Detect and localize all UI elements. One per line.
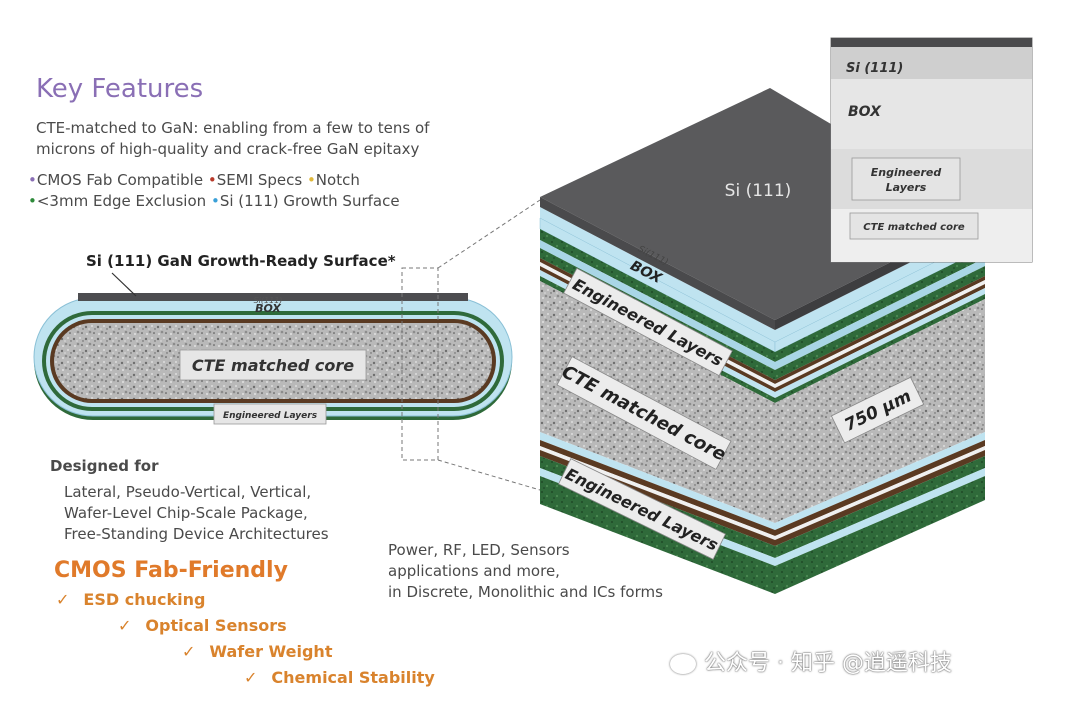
- cmos-item-weight: ✓ Wafer Weight: [182, 642, 332, 661]
- wafer-engineered-label: Engineered Layers: [223, 411, 318, 421]
- watermark: 公众号 · 知乎 @逍遥科技: [670, 645, 952, 677]
- si-top-layer: [78, 293, 468, 301]
- cmos-item-label: Optical Sensors: [145, 616, 287, 635]
- feature-row-1: •CMOS Fab Compatible •SEMI Specs •Notch: [28, 171, 360, 189]
- bullet-dot-icon: •: [210, 192, 220, 210]
- bullet-dot-icon: •: [28, 192, 37, 210]
- inset-box-label: BOX: [848, 104, 882, 120]
- cmos-fab-friendly-title: CMOS Fab-Friendly: [54, 558, 288, 583]
- inset-core-label: CTE matched core: [863, 222, 965, 233]
- key-features-title: Key Features: [36, 74, 204, 104]
- designed-for-item: Wafer-Level Chip-Scale Package,: [64, 504, 308, 522]
- designed-for-list: Lateral, Pseudo-Vertical, Vertical, Wafe…: [64, 482, 329, 545]
- inset-si-label: Si (111): [846, 61, 903, 76]
- zoom-line-bottom: [437, 459, 541, 491]
- feature-semi-specs: SEMI Specs: [216, 171, 303, 189]
- designed-for-item: Lateral, Pseudo-Vertical, Vertical,: [64, 483, 312, 501]
- feature-row-2: •<3mm Edge Exclusion •Si (111) Growth Su…: [28, 192, 400, 210]
- zoom-line-top: [437, 199, 541, 269]
- bullet-dot-icon: •: [28, 171, 37, 189]
- inset-photo: [830, 37, 1033, 263]
- bullet-dot-icon: •: [306, 171, 316, 189]
- feature-notch: Notch: [315, 171, 360, 189]
- inset-engineered-label-1: Engineered: [871, 166, 942, 179]
- checkmark-icon: ✓: [182, 642, 196, 661]
- cte-text-line-1: CTE-matched to GaN: enabling from a few …: [36, 119, 430, 137]
- cte-text-line-2: microns of high-quality and crack-free G…: [36, 140, 420, 158]
- designed-for-title: Designed for: [50, 457, 159, 475]
- applications-line: Power, RF, LED, Sensors: [388, 541, 570, 559]
- cube-box-layer-left: [540, 207, 775, 342]
- cmos-item-chemical: ✓ Chemical Stability: [244, 668, 435, 687]
- checkmark-icon: ✓: [56, 590, 70, 609]
- cmos-item-label: Chemical Stability: [271, 668, 435, 687]
- cmos-item-optical: ✓ Optical Sensors: [118, 616, 287, 635]
- wechat-icon: [670, 654, 696, 674]
- cmos-item-label: Wafer Weight: [209, 642, 333, 661]
- core-label-box: [179, 349, 367, 381]
- zoom-region-box: [401, 267, 439, 461]
- wafer-si-tiny-label: Si(111): [254, 296, 283, 305]
- inset-engineered-label-2: Layers: [886, 181, 927, 194]
- engineered-label-box: [213, 403, 327, 425]
- designed-for-item: Free-Standing Device Architectures: [64, 525, 329, 543]
- cube-si-label: Si (111): [725, 181, 792, 201]
- bullet-dot-icon: •: [207, 171, 217, 189]
- applications-text: Power, RF, LED, Sensors applications and…: [388, 540, 663, 603]
- watermark-text: 公众号 · 知乎 @逍遥科技: [704, 651, 952, 676]
- growth-surface-label: Si (111) GaN Growth-Ready Surface*: [86, 252, 396, 270]
- cte-description: CTE-matched to GaN: enabling from a few …: [36, 118, 506, 160]
- cmos-item-label: ESD chucking: [83, 590, 206, 609]
- feature-growth-surface: Si (111) Growth Surface: [219, 192, 400, 210]
- wafer-core-label: CTE matched core: [192, 356, 354, 375]
- feature-cmos-compatible: CMOS Fab Compatible: [36, 171, 204, 189]
- wafer-box-label: BOX: [255, 302, 281, 315]
- feature-edge-exclusion: <3mm Edge Exclusion: [36, 192, 207, 210]
- checkmark-icon: ✓: [244, 668, 258, 687]
- cmos-item-esd: ✓ ESD chucking: [56, 590, 205, 609]
- applications-line: applications and more,: [388, 562, 560, 580]
- applications-line: in Discrete, Monolithic and ICs forms: [388, 583, 663, 601]
- checkmark-icon: ✓: [118, 616, 132, 635]
